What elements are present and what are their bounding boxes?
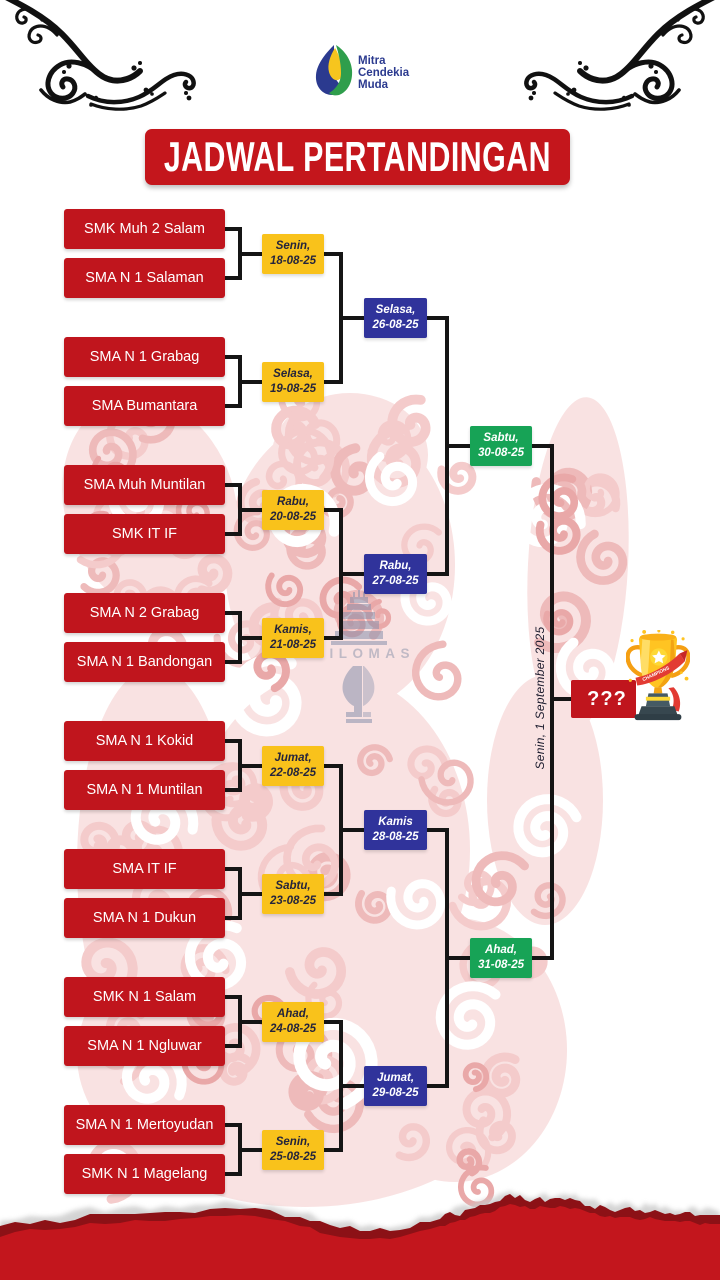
svg-text:Muda: Muda bbox=[358, 79, 389, 91]
svg-text:Mitra: Mitra bbox=[358, 55, 386, 67]
svg-text:SILOMAS: SILOMAS bbox=[315, 646, 415, 661]
svg-text:Cendekia: Cendekia bbox=[358, 67, 410, 79]
